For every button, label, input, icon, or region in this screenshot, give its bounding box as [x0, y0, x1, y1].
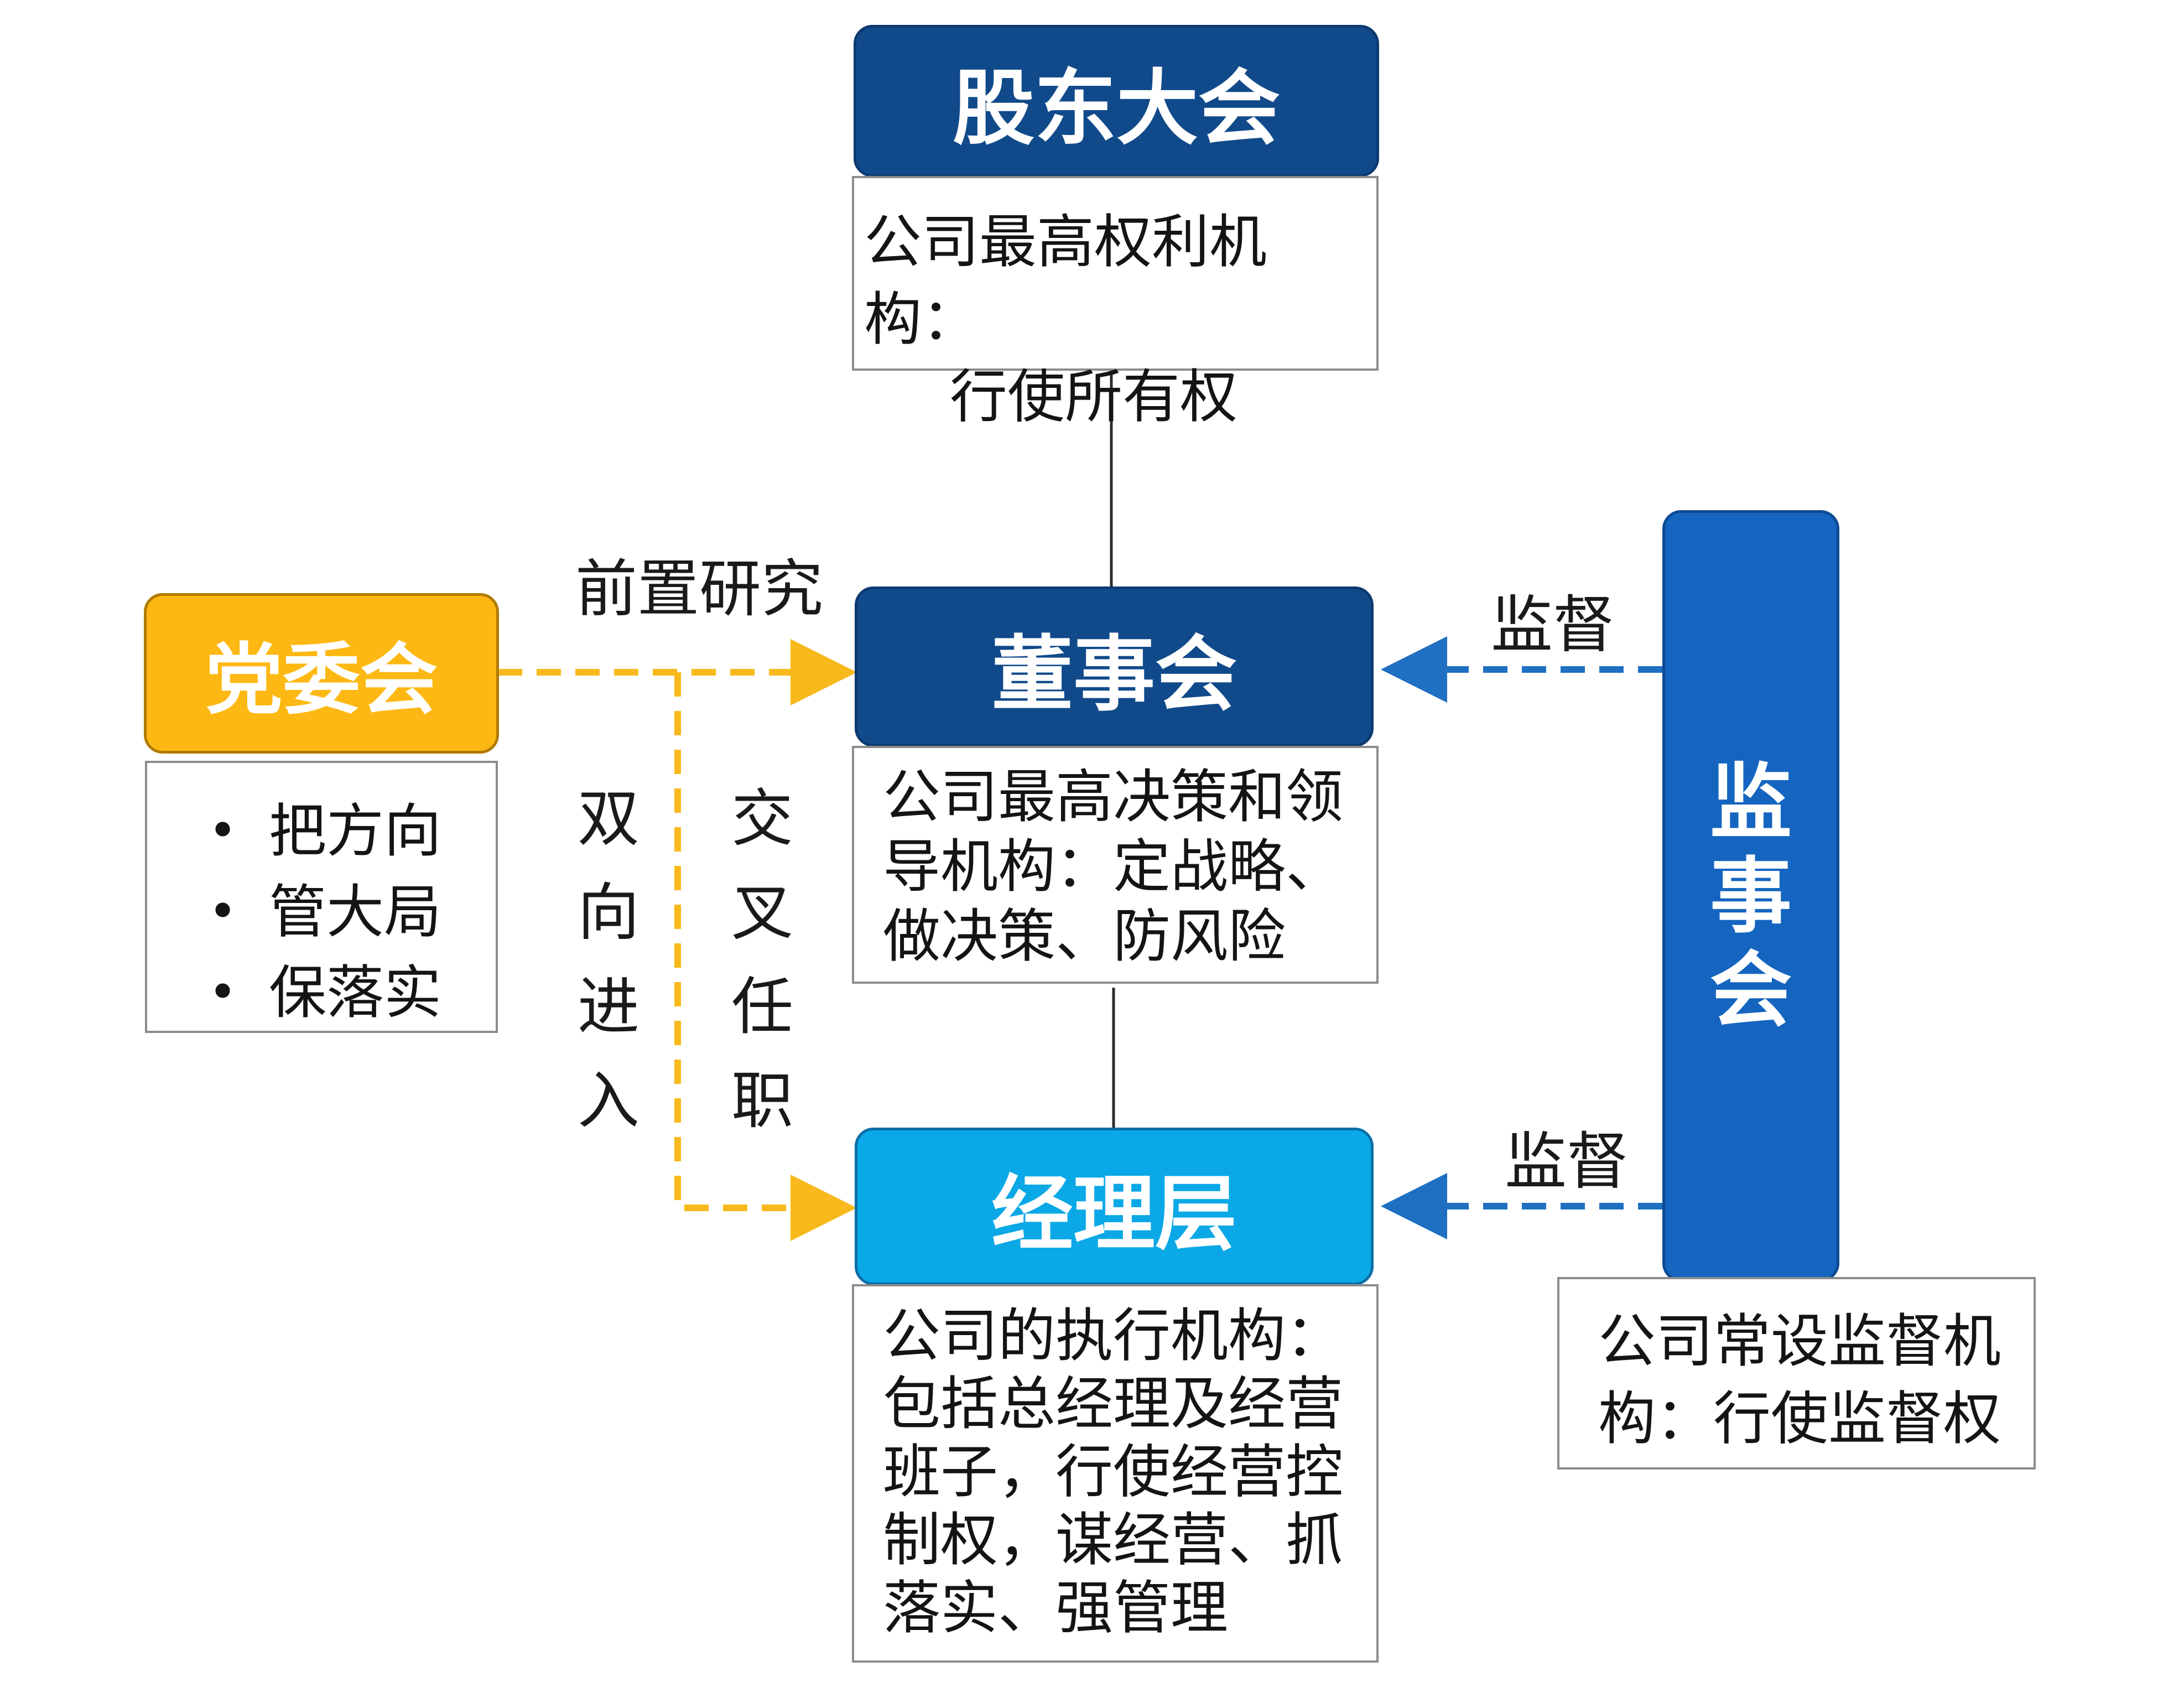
shareholders-meeting-box: 股东大会: [854, 25, 1379, 177]
supervisory-desc-box: 公司常设监督机 构：行使监督权: [1557, 1277, 2036, 1470]
cross-char-2: 叉: [731, 877, 793, 949]
supervisory-title-char-3: 会: [1710, 942, 1792, 1038]
party-committee-desc-box: • 把方向 • 管大局 • 保落实: [145, 761, 498, 1033]
list-item: • 保落实: [147, 952, 496, 1033]
two-way-char-2: 向: [578, 877, 639, 949]
board-desc-box: 公司最高决策和领 导机构：定战略、 做决策、防风险: [852, 746, 1379, 984]
management-desc-line-1: 公司的执行机构：: [883, 1302, 1344, 1369]
party-bullet-1: 把方向: [269, 797, 442, 865]
supervise-board-label: 监督: [1491, 589, 1615, 661]
two-way-char-4: 入: [578, 1065, 639, 1137]
management-desc-line-4: 制权，谋经营、抓: [883, 1506, 1344, 1574]
two-way-entry-label: 双 向 进 入: [573, 772, 644, 1148]
shareholders-desc-line-2: 行使所有权: [950, 363, 1238, 430]
shareholders-meeting-title: 股东大会: [953, 61, 1280, 156]
party-committee-title: 党委会: [205, 635, 438, 725]
cross-char-3: 任: [731, 971, 793, 1043]
cross-char-4: 职: [731, 1065, 793, 1137]
board-title: 董事会: [991, 626, 1237, 722]
list-item: • 管大局: [147, 871, 496, 952]
board-box: 董事会: [855, 586, 1374, 747]
party-bullet-2: 管大局: [269, 878, 442, 946]
supervisory-desc-line-2: 构：行使监督权: [1598, 1385, 2001, 1452]
management-desc-box: 公司的执行机构： 包括总经理及经营 班子，行使经营控 制权，谋经营、抓 落实、强…: [852, 1284, 1379, 1663]
shareholders-desc-line-1: 公司最高权利机构：: [864, 208, 1267, 353]
supervisory-desc-line-1: 公司常设监督机: [1598, 1307, 2001, 1375]
management-desc-line-3: 班子，行使经营控: [883, 1438, 1344, 1506]
management-title: 经理层: [991, 1166, 1237, 1262]
management-desc-line-2: 包括总经理及经营: [883, 1370, 1344, 1437]
arrow-party-to-management: [674, 672, 857, 1241]
supervise-management-label: 监督: [1505, 1126, 1629, 1198]
board-desc-line-3: 做决策、防风险: [883, 902, 1286, 970]
supervisory-board-box: 监 事 会: [1662, 510, 1839, 1282]
management-box: 经理层: [855, 1128, 1374, 1285]
party-committee-bullet-list: • 把方向 • 管大局 • 保落实: [147, 791, 496, 1033]
two-way-char-3: 进: [578, 971, 639, 1043]
board-desc-line-2: 导机构：定战略、: [883, 833, 1344, 900]
supervisory-title-char-1: 监: [1710, 754, 1792, 850]
pre-research-label: 前置研究: [575, 553, 823, 625]
cross-char-1: 交: [731, 783, 793, 855]
cross-appointment-label: 交 叉 任 职: [726, 772, 798, 1148]
bullet-icon: •: [208, 963, 238, 1021]
bullet-icon: •: [208, 882, 238, 941]
list-item: • 把方向: [147, 791, 496, 871]
shareholders-desc-box: 公司最高权利机构： 行使所有权: [852, 176, 1379, 430]
supervisory-title-char-2: 事: [1710, 848, 1792, 944]
party-bullet-3: 保落实: [269, 959, 442, 1026]
board-desc-line-1: 公司最高决策和领: [883, 763, 1344, 830]
party-committee-box: 党委会: [144, 593, 499, 754]
two-way-char-1: 双: [578, 783, 639, 855]
bullet-icon: •: [208, 802, 238, 860]
management-desc-line-5: 落实、强管理: [883, 1574, 1229, 1642]
